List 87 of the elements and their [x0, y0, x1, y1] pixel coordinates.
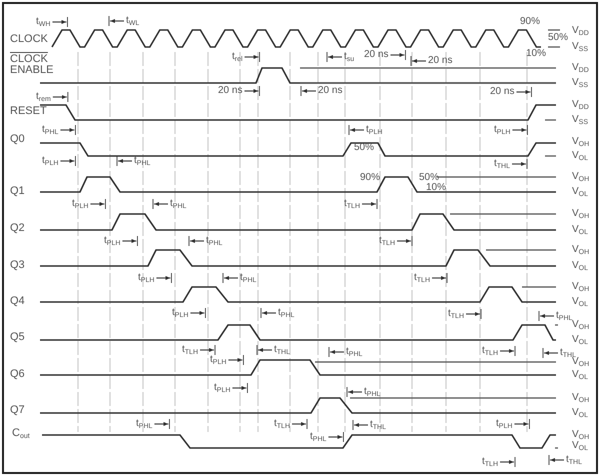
timing-label: t$_{WL}$: [126, 15, 140, 26]
timing-label: t$_{PHL}$: [240, 272, 256, 283]
timing-label: V$_{OL}$: [572, 224, 588, 235]
signal-name: Q1: [10, 186, 25, 197]
timing-label: t$_{rel}$: [232, 51, 243, 62]
timing-label: t$_{PLH}$: [172, 307, 188, 318]
timing-label: 90%: [520, 16, 540, 27]
timing-label: 20 ns: [490, 86, 514, 97]
timing-label: t$_{PLH}$: [494, 124, 510, 135]
signal-name: Q0: [10, 134, 25, 145]
timing-label: V$_{SS}$: [572, 77, 588, 88]
timing-label: t$_{PLH}$: [72, 198, 88, 209]
timing-label: t$_{THL}$: [370, 419, 386, 430]
timing-label: t$_{PHL}$: [134, 155, 150, 166]
timing-label: t$_{TLH}$: [482, 456, 498, 467]
timing-label: 20 ns: [218, 85, 242, 96]
timing-label: V$_{OH}$: [572, 171, 590, 182]
timing-label: t$_{PHL}$: [206, 235, 222, 246]
timing-label: 20 ns: [318, 85, 342, 96]
timing-label: t$_{TLH}$: [344, 198, 360, 209]
timing-label: t$_{PLH}$: [366, 124, 382, 135]
timing-label: t$_{rem}$: [36, 91, 51, 102]
timing-label: t$_{TLH}$: [414, 272, 430, 283]
timing-label: V$_{SS}$: [572, 114, 588, 125]
timing-label: t$_{PLH}$: [42, 155, 58, 166]
timing-label: t$_{PHL}$: [310, 431, 326, 442]
signal-name: RESET: [10, 106, 47, 117]
timing-label: 90%: [360, 172, 380, 183]
signal-name: Q2: [10, 223, 25, 234]
timing-label: t$_{THL}$: [494, 158, 510, 169]
timing-label: t$_{THL}$: [566, 454, 582, 465]
timing-label: t$_{PHL}$: [136, 418, 152, 429]
timing-label: t$_{PLH}$: [214, 382, 230, 393]
timing-label: V$_{OH}$: [572, 429, 590, 440]
timing-label: t$_{PLH}$: [104, 235, 120, 246]
timing-label: V$_{OH}$: [572, 281, 590, 292]
timing-label: 50%: [419, 172, 440, 183]
timing-label: t$_{TLH}$: [482, 345, 498, 356]
timing-label: 50%: [548, 32, 568, 43]
timing-label: V$_{OH}$: [572, 244, 590, 255]
timing-label: 10%: [426, 182, 446, 193]
timing-label: V$_{OL}$: [572, 407, 588, 418]
signal-name: CLOCK ENABLE: [10, 54, 54, 76]
timing-label: V$_{OL}$: [572, 440, 588, 451]
timing-label: V$_{OH}$: [572, 208, 590, 219]
signal-name: Q5: [10, 332, 25, 343]
signal-name: C$_{out}$: [12, 428, 30, 439]
timing-label: t$_{PLH}$: [210, 354, 226, 365]
timing-label: V$_{SS}$: [572, 41, 588, 52]
timing-label: t$_{PHL}$: [278, 307, 294, 318]
timing-label: t$_{PLH}$: [496, 418, 512, 429]
timing-label: t$_{PHL}$: [364, 386, 380, 397]
signal-name: Q7: [10, 405, 25, 416]
signal-name: Q3: [10, 260, 25, 271]
timing-label: t$_{TLH}$: [448, 308, 464, 319]
timing-label: V$_{OL}$: [572, 186, 588, 197]
timing-label: t$_{PHL}$: [346, 346, 362, 357]
timing-label: t$_{TLH}$: [274, 418, 290, 429]
timing-label: V$_{OH}$: [572, 356, 590, 367]
timing-label: 20 ns: [364, 49, 388, 60]
timing-label: t$_{WH}$: [36, 16, 50, 27]
timing-label: t$_{TLH}$: [182, 344, 198, 355]
timing-label: t$_{TLH}$: [379, 235, 396, 246]
timing-label: V$_{OL}$: [572, 296, 588, 307]
signal-name: Q6: [10, 369, 25, 380]
signal-name: CLOCK: [10, 34, 48, 45]
timing-label: 20 ns: [428, 55, 452, 66]
timing-label: V$_{OL}$: [572, 150, 588, 161]
timing-label: V$_{DD}$: [572, 99, 589, 110]
timing-label: V$_{OH}$: [572, 392, 590, 403]
signal-name: Q4: [10, 296, 25, 307]
timing-label: t$_{su}$: [344, 51, 354, 62]
timing-label: V$_{OH}$: [572, 136, 590, 147]
timing-label: 50%: [354, 142, 374, 153]
timing-label: V$_{DD}$: [572, 25, 589, 36]
timing-label: t$_{THL}$: [274, 344, 290, 355]
timing-label: 10%: [526, 48, 546, 59]
timing-label: t$_{PHL}$: [42, 124, 58, 135]
timing-label: t$_{THL}$: [560, 347, 576, 358]
timing-label: t$_{PHL}$: [556, 310, 572, 321]
timing-label: V$_{DD}$: [572, 62, 589, 73]
timing-label: t$_{PLH}$: [138, 272, 154, 283]
timing-label: t$_{PHL}$: [170, 198, 186, 209]
timing-label: V$_{OL}$: [572, 369, 588, 380]
timing-label: V$_{OL}$: [572, 334, 588, 345]
timing-label: V$_{OL}$: [572, 260, 588, 271]
timing-label: V$_{OH}$: [572, 319, 590, 330]
